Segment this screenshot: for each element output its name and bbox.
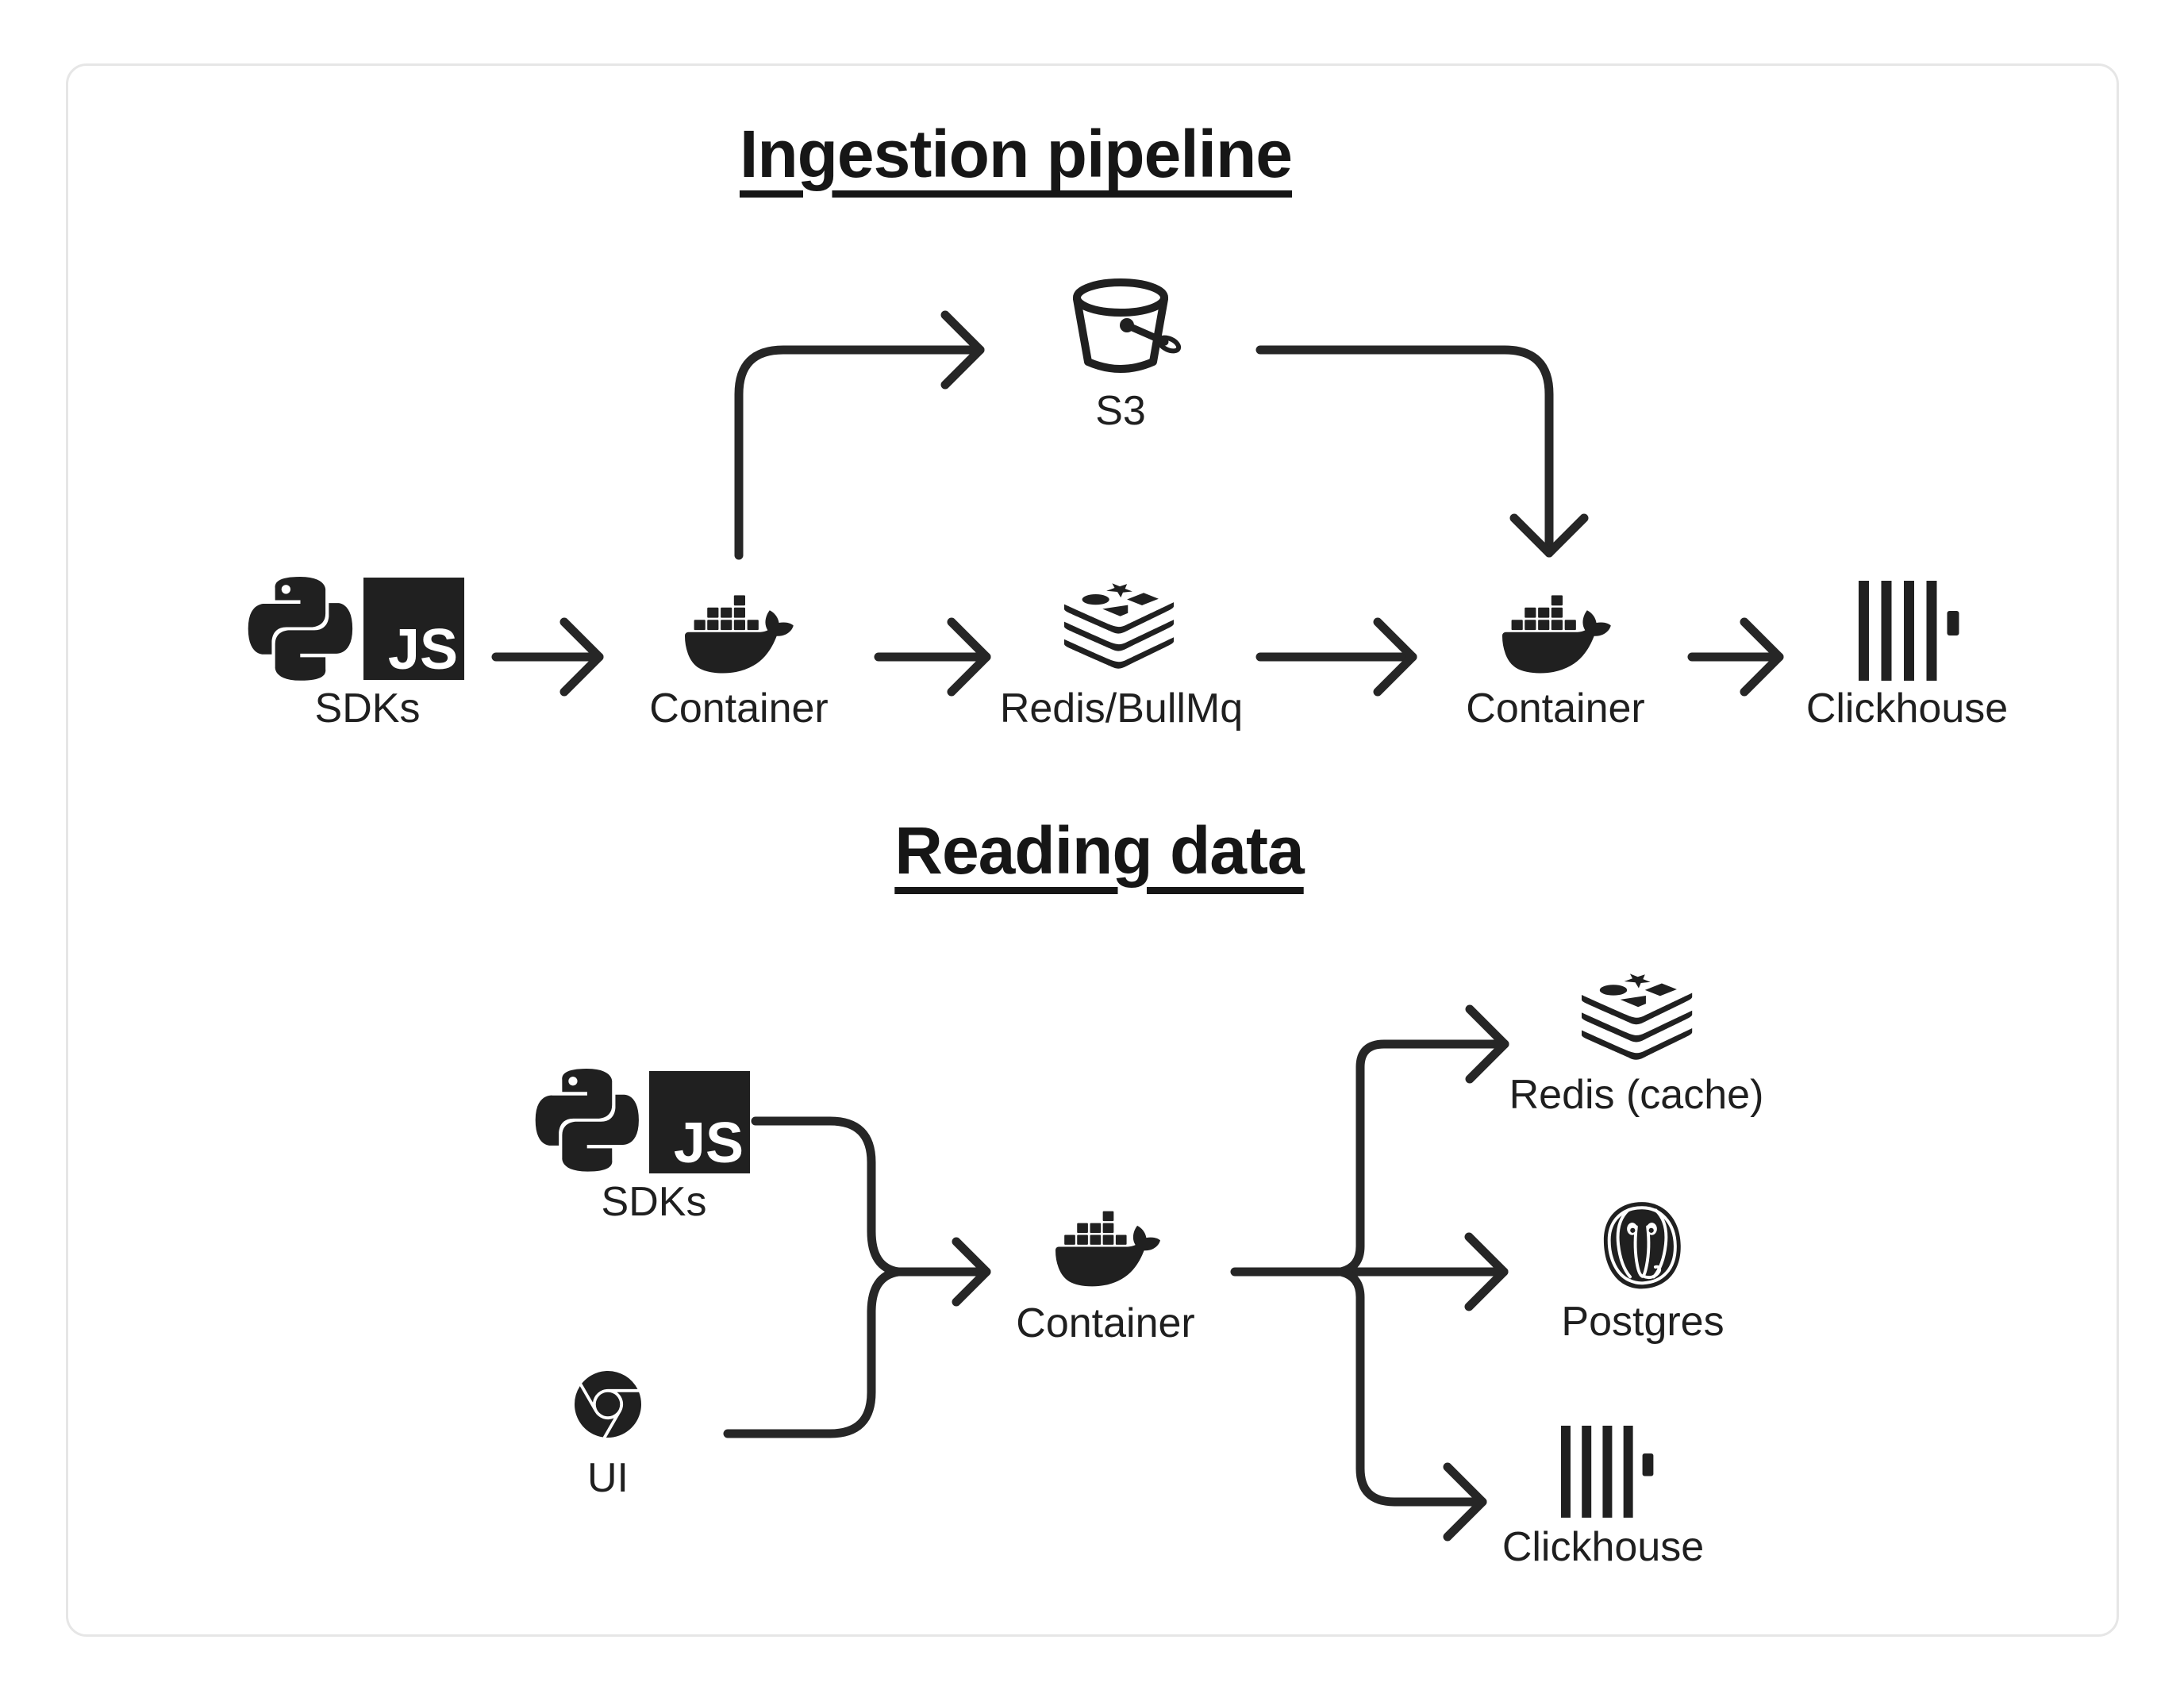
ingestion-clickhouse-label: Clickhouse — [1805, 685, 2009, 731]
chrome-icon — [574, 1371, 641, 1438]
clickhouse-icon — [1561, 1426, 1654, 1518]
diagram-card — [66, 63, 2119, 1637]
ingestion-container-out-label: Container — [1466, 685, 1645, 731]
reading-title: Reading data — [894, 813, 1304, 888]
reading-sdks-label: SDKs — [601, 1179, 707, 1225]
redis-icon — [1064, 583, 1174, 669]
s3-label: S3 — [1095, 388, 1146, 434]
redis-bullmq-label: Redis/BullMq — [999, 685, 1244, 731]
ui-label: UI — [587, 1455, 629, 1501]
arrow-redis-to-container — [1255, 617, 1417, 697]
clickhouse-icon — [1859, 581, 1959, 681]
arrow-container-to-clickhouse-read — [1336, 1267, 1487, 1542]
arrow-container-to-clickhouse — [1687, 617, 1784, 697]
reading-container-label: Container — [1016, 1300, 1195, 1346]
postgres-label: Postgres — [1561, 1299, 1725, 1345]
python-icon — [248, 577, 353, 681]
ingestion-container-in-label: Container — [649, 685, 829, 731]
bucket-icon — [1073, 278, 1182, 373]
ingestion-sdks-label: SDKs — [314, 685, 421, 731]
arrow-container-to-postgres — [1230, 1232, 1509, 1311]
arrow-ui-merge — [723, 1267, 903, 1438]
postgres-icon — [1603, 1202, 1681, 1289]
docker-icon — [1502, 595, 1611, 674]
redis-cache-label: Redis (cache) — [1509, 1072, 1764, 1118]
docker-icon — [684, 595, 794, 674]
reading-clickhouse-label: Clickhouse — [1502, 1524, 1705, 1570]
arrow-sdks-to-container — [491, 617, 604, 697]
python-icon — [535, 1069, 639, 1172]
arrow-sdks-merge-to-container — [751, 1116, 991, 1307]
arrow-container-to-redis — [874, 617, 991, 697]
javascript-icon — [649, 1071, 750, 1175]
arrow-container-to-s3 — [734, 310, 985, 560]
redis-icon — [1582, 973, 1693, 1060]
arrow-container-to-redis-cache — [1336, 1004, 1509, 1277]
ingestion-title: Ingestion pipeline — [739, 117, 1293, 191]
arrow-s3-to-container — [1255, 345, 1589, 558]
javascript-icon — [363, 578, 464, 682]
docker-icon — [1055, 1211, 1160, 1287]
